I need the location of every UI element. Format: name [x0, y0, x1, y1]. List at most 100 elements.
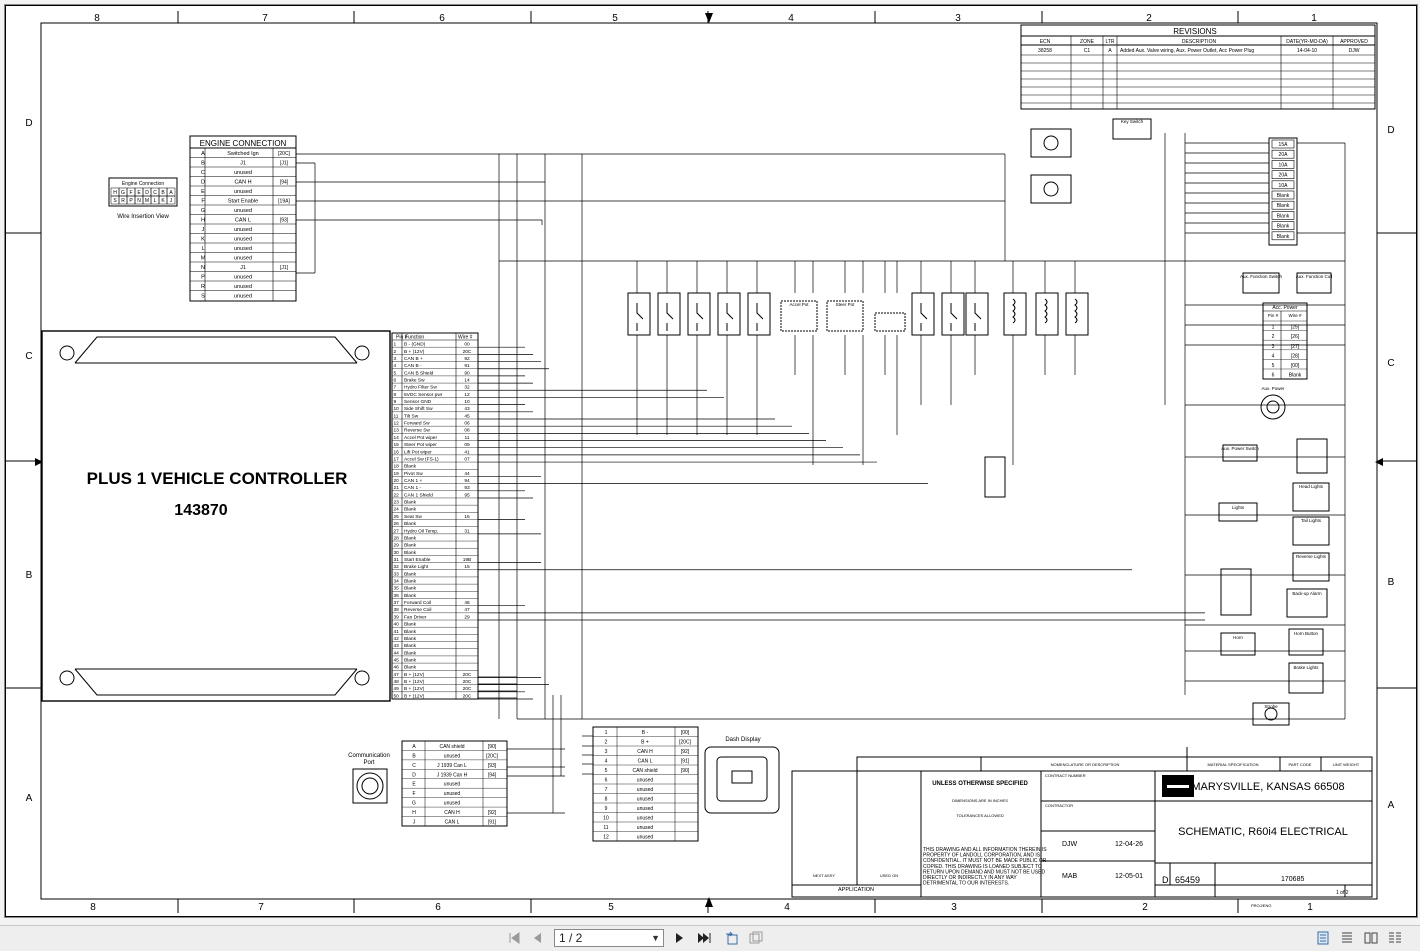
engine-pin: J — [202, 227, 205, 233]
single-page-icon[interactable] — [1314, 929, 1332, 947]
comm-pin: G — [412, 801, 416, 807]
pin-wire: 10 — [464, 399, 470, 405]
two-page-icon[interactable] — [1362, 929, 1380, 947]
engine-pin: K — [201, 237, 205, 243]
dash-wire: [00] — [681, 730, 690, 736]
comm-label-2: Port — [363, 760, 374, 766]
pin-wire: 20C — [463, 686, 472, 692]
prev-page-icon[interactable] — [528, 929, 546, 947]
comm-function: unused — [444, 801, 461, 807]
aux-power-label: Aux. Power — [1261, 386, 1285, 391]
fuse-label: Blank — [1277, 234, 1290, 240]
pin-wire: 09 — [464, 442, 470, 448]
first-page-icon[interactable] — [505, 929, 523, 947]
pin-number: 20 — [394, 478, 400, 484]
engine-function: unused — [234, 237, 252, 243]
pin-wire: 46 — [464, 600, 470, 606]
revisions-block: REVISIONS ECN ZONE LTR DESCRIPTION DATE(… — [1020, 24, 1376, 110]
revisions-title: REVISIONS — [1173, 27, 1217, 36]
pin-function: Blank — [404, 507, 417, 513]
pin-function: Blank — [404, 500, 417, 506]
zone-right-A: A — [1388, 800, 1395, 811]
engine-pin: D — [201, 180, 205, 186]
dash-pin: 9 — [605, 806, 608, 812]
pin-function: Blank — [404, 643, 417, 649]
pin-number: 35 — [394, 586, 400, 592]
horn-button-label: Horn Button — [1294, 631, 1319, 636]
pin-wire: 20C — [463, 672, 472, 678]
contractor-label: CONTRACTOR — [1045, 803, 1073, 808]
fuse-label: 10A — [1279, 183, 1289, 189]
engine-function: CAN H — [234, 180, 251, 186]
unless-text: UNLESS OTHERWISE SPECIFIED — [932, 781, 1028, 787]
zone-left-D: D — [25, 118, 32, 129]
tolerances-text: TOLERANCES ALLOWED — [956, 813, 1004, 818]
pin-number: 47 — [394, 672, 400, 678]
engine-function: J1 — [240, 161, 246, 167]
engine-pin: E — [201, 189, 205, 195]
engine-function: CAN L — [235, 218, 251, 224]
dash-pin: 3 — [605, 749, 608, 755]
dash-function: CAN L — [638, 759, 653, 765]
rev-hdr-zone: ZONE — [1080, 39, 1095, 45]
acc-hdr-pin: Pin # — [1268, 313, 1279, 318]
comm-pin: H — [412, 810, 416, 816]
rotate-icon[interactable] — [723, 929, 741, 947]
comm-pin: J — [413, 819, 416, 825]
comm-wire: [90] — [488, 744, 497, 750]
material-label: MATERIAL SPECIFICATION — [1207, 762, 1258, 767]
insertion-title: Engine Connection — [122, 181, 164, 187]
pin-number: 32 — [394, 564, 400, 570]
pin-function: B + (12V) — [404, 679, 425, 685]
comm-label-1: Communication — [348, 753, 390, 759]
pin-wire: 43 — [464, 406, 470, 412]
pin-number: 36 — [394, 593, 400, 599]
pin-wire: 20C — [463, 693, 472, 699]
engine-function: unused — [234, 284, 252, 290]
dash-wire: [91] — [681, 759, 690, 765]
dash-wire: [92] — [681, 749, 690, 755]
dash-wire: [20C] — [679, 740, 692, 746]
fit-icon[interactable] — [747, 929, 765, 947]
dash-pin: 4 — [605, 759, 608, 765]
zone-top-7: 7 — [262, 13, 268, 24]
pin-wire: 90 — [464, 370, 470, 376]
pin-number: 24 — [394, 507, 400, 513]
pin-function: Blank — [404, 571, 417, 577]
next-page-icon[interactable] — [671, 929, 689, 947]
pin-function: Forward Coil — [404, 600, 431, 606]
pin-number: 9 — [394, 399, 397, 405]
comm-pin: F — [412, 791, 415, 797]
page-selector[interactable]: 1 / 2 ▼ — [554, 929, 664, 947]
pin-number: 45 — [394, 658, 400, 664]
engine-pin: L — [201, 246, 204, 252]
zone-top-4: 4 — [788, 13, 794, 24]
zone-bottom-6: 6 — [435, 902, 441, 913]
pin-function: CAN 1 Shield — [404, 492, 433, 498]
pin-number: 40 — [394, 622, 400, 628]
insertion-cell: G — [121, 190, 125, 196]
insertion-cell: F — [129, 190, 132, 196]
size-letter: D — [1162, 875, 1169, 885]
pin-function: Tilt Sw — [404, 413, 419, 419]
unit-weight-label: UNIT WEIGHT — [1333, 762, 1360, 767]
comm-pin: C — [412, 763, 416, 769]
pin-function: CAN 1 + — [404, 478, 422, 484]
last-page-icon[interactable] — [695, 929, 713, 947]
dash-function: B - — [642, 730, 649, 736]
backup-alarm-label: Back-up Alarm — [1292, 591, 1322, 596]
insertion-cell: J — [170, 198, 173, 204]
pin-number: 41 — [394, 629, 400, 635]
reverse-lights-label: Reverse Lights — [1296, 554, 1327, 559]
insertion-cell: H — [113, 190, 117, 196]
pin-function: 5VDC Sensor pwr — [404, 392, 443, 398]
engine-function: unused — [234, 227, 252, 233]
comm-pin: D — [412, 772, 416, 778]
two-page-cont-icon[interactable] — [1386, 929, 1404, 947]
next-assy-label: NEXT ASSY — [813, 873, 835, 878]
pin-number: 42 — [394, 636, 400, 642]
continuous-icon[interactable] — [1338, 929, 1356, 947]
pin-function: Accel Pot wiper — [404, 435, 437, 441]
